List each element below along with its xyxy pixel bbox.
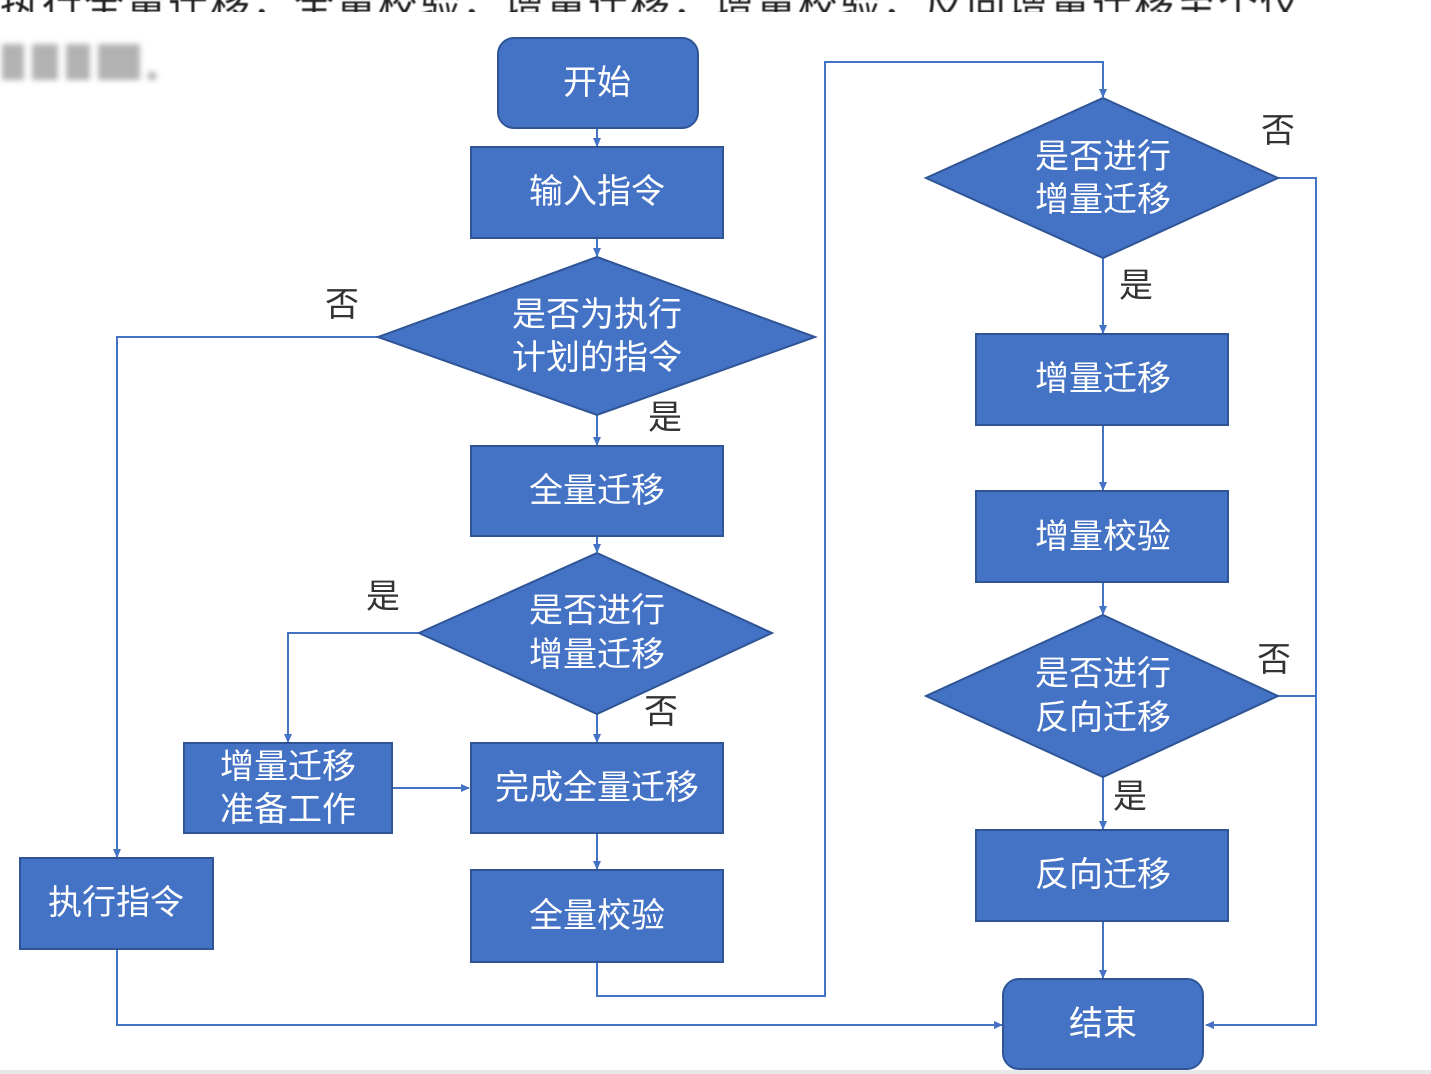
start-node [497, 37, 699, 129]
is-incr-1-line1: 是否进行 [529, 591, 665, 631]
end-label: 结束 [1069, 1004, 1137, 1044]
edge-label-incr1-yes: 是 [366, 577, 400, 617]
edge-label-incr2-yes: 是 [1119, 266, 1153, 306]
input-cmd-node [470, 146, 724, 239]
exec-cmd-node [19, 857, 214, 950]
is-reverse-line2: 反向迁移 [1035, 698, 1171, 738]
incr-prep-line1: 增量迁移 [220, 747, 356, 787]
edge-plan-no-exec [113, 336, 378, 858]
edge-exec-end [116, 949, 1003, 1029]
edge-incr1-yes-prep [284, 632, 419, 743]
full-migrate-label: 全量迁移 [529, 471, 665, 511]
incr-prep-line2: 准备工作 [220, 790, 356, 830]
is-reverse-line1: 是否进行 [1035, 654, 1171, 694]
is-incr-1-line2: 增量迁移 [529, 635, 665, 675]
edge-label-reverse-no: 否 [1257, 640, 1291, 680]
incr-prep-node [183, 742, 393, 834]
bottom-strip [0, 1070, 1431, 1074]
is-incr-2-decision [923, 96, 1281, 260]
incr-migrate-node [975, 333, 1229, 426]
edge-incr2-no-end [1205, 177, 1317, 1029]
start-label: 开始 [563, 63, 631, 103]
full-check-label: 全量校验 [529, 896, 665, 936]
top-caption-band: 执行全量迁移，全量校验，增量迁移，增量校验，反向增量迁移至个仪 [0, 0, 1431, 12]
full-migrate-node [470, 445, 724, 537]
is-plan-cmd-line1: 是否为执行 [512, 295, 682, 335]
edge-label-incr1-no: 否 [644, 692, 678, 732]
end-node [1002, 978, 1204, 1070]
edge-check-incr2 [596, 61, 1107, 997]
is-reverse-decision [923, 613, 1281, 779]
reverse-migrate-label: 反向迁移 [1035, 855, 1171, 895]
incr-migrate-label: 增量迁移 [1035, 359, 1171, 399]
blurred-label [2, 36, 162, 86]
edge-label-plan-yes: 是 [648, 398, 682, 438]
edge-label-reverse-yes: 是 [1113, 777, 1147, 817]
reverse-migrate-node [975, 829, 1229, 922]
incr-check-label: 增量校验 [1035, 517, 1171, 557]
edge-label-plan-no: 否 [325, 285, 359, 325]
is-incr-2-line1: 是否进行 [1035, 137, 1171, 177]
full-check-node [470, 869, 724, 963]
is-incr-2-line2: 增量迁移 [1035, 180, 1171, 220]
edge-label-incr2-no: 否 [1261, 111, 1295, 151]
is-incr-1-decision [416, 551, 775, 716]
incr-check-node [975, 490, 1229, 583]
is-plan-cmd-line2: 计划的指令 [512, 338, 682, 378]
exec-cmd-label: 执行指令 [48, 883, 184, 923]
top-caption-text: 执行全量迁移，全量校验，增量迁移，增量校验，反向增量迁移至个仪 [0, 0, 1302, 12]
full-done-label: 完成全量迁移 [495, 768, 699, 808]
is-plan-cmd-decision [375, 255, 818, 417]
input-cmd-label: 输入指令 [529, 172, 665, 212]
full-done-node [470, 742, 724, 834]
